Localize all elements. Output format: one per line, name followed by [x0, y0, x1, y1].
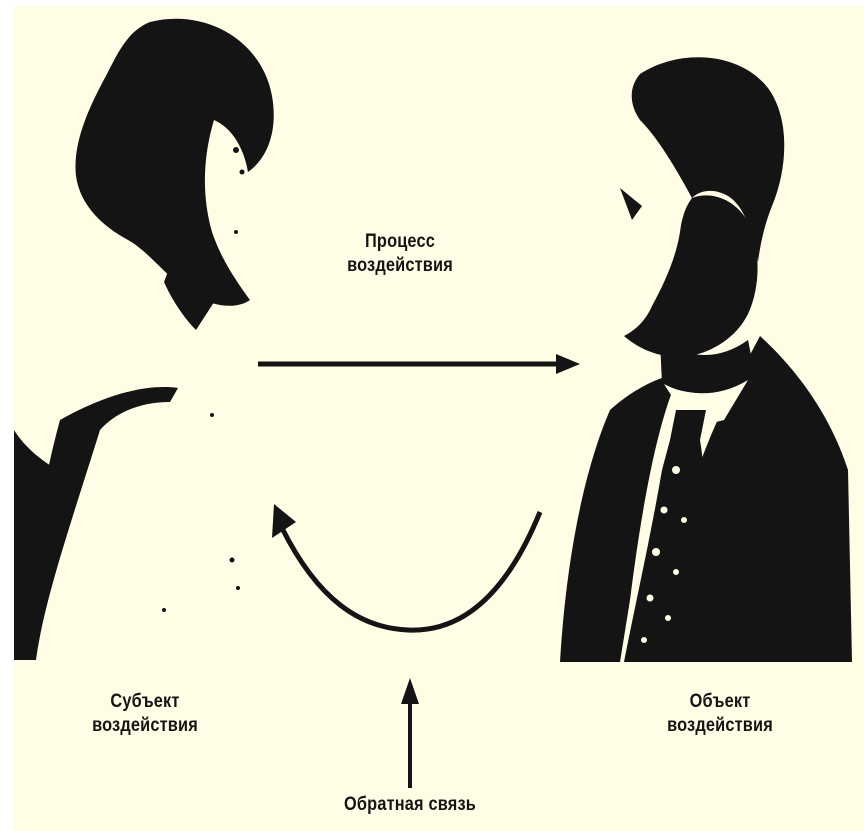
feedback-label: Обратная связь	[324, 793, 496, 817]
process-arrowhead-icon	[556, 354, 580, 374]
process-label: Процесс воздействия	[323, 230, 478, 278]
feedback-pointer-head-icon	[401, 678, 419, 704]
process-label-line2: воздействия	[323, 254, 478, 278]
subject-label-line1: Субъект	[63, 690, 226, 714]
object-label-line2: воздействия	[634, 714, 806, 738]
object-label-line1: Объект	[634, 690, 806, 714]
process-label-line1: Процесс	[323, 230, 478, 254]
subject-label-line2: воздействия	[63, 714, 226, 738]
feedback-curve-icon	[282, 512, 540, 630]
subject-label: Субъект воздействия	[63, 690, 226, 738]
object-label: Объект воздействия	[634, 690, 806, 738]
